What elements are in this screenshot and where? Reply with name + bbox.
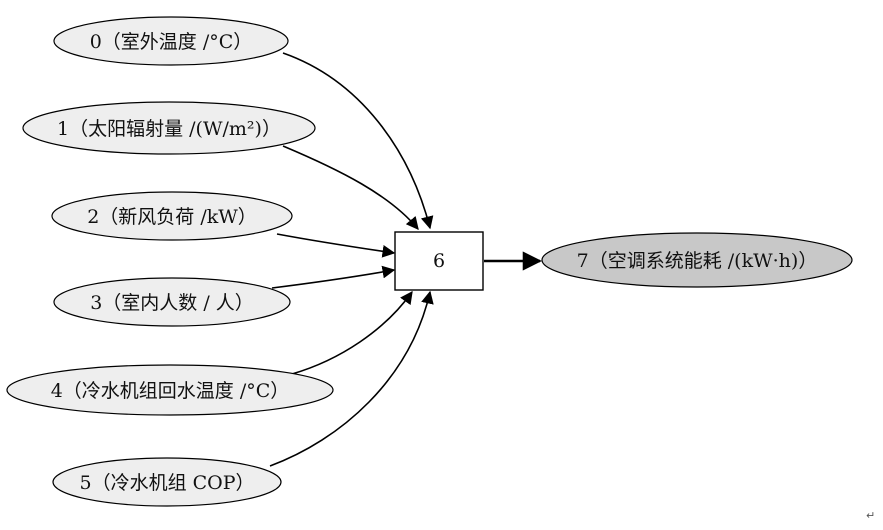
edge-3-to-6 — [271, 265, 396, 289]
output-node-7-label: 7（空调系统能耗 /(kW·h)） — [577, 250, 818, 272]
output-node-7: 7（空调系统能耗 /(kW·h)） — [541, 232, 853, 288]
edge-5-to-6 — [269, 290, 434, 467]
edge-4-to-6 — [291, 290, 413, 375]
input-node-1-label: 1（太阳辐射量 /(W/m²)） — [57, 118, 281, 140]
hidden-node-6-label: 6 — [433, 250, 445, 272]
hidden-node-6: 6 — [394, 231, 484, 291]
edge-0-to-6 — [282, 52, 434, 230]
input-node-4-label: 4（冷水机组回水温度 /°C） — [51, 380, 290, 402]
input-node-3-label: 3（室内人数 / 人） — [90, 292, 254, 314]
input-node-3: 3（室内人数 / 人） — [53, 277, 291, 327]
edge-1-to-6 — [282, 145, 419, 230]
input-node-5: 5（冷水机组 COP） — [52, 457, 282, 507]
input-node-0: 0（室外温度 /°C） — [53, 16, 289, 66]
edges — [269, 52, 542, 467]
input-node-2: 2（新风负荷 /kW） — [51, 191, 293, 241]
input-node-2-label: 2（新风负荷 /kW） — [87, 206, 257, 228]
input-node-0-label: 0（室外温度 /°C） — [90, 31, 253, 53]
input-node-4: 4（冷水机组回水温度 /°C） — [6, 364, 334, 416]
paragraph-mark: ↵ — [866, 509, 875, 522]
edge-2-to-6 — [276, 233, 396, 258]
input-node-1: 1（太阳辐射量 /(W/m²)） — [22, 101, 316, 155]
input-node-5-label: 5（冷水机组 COP） — [79, 472, 254, 494]
